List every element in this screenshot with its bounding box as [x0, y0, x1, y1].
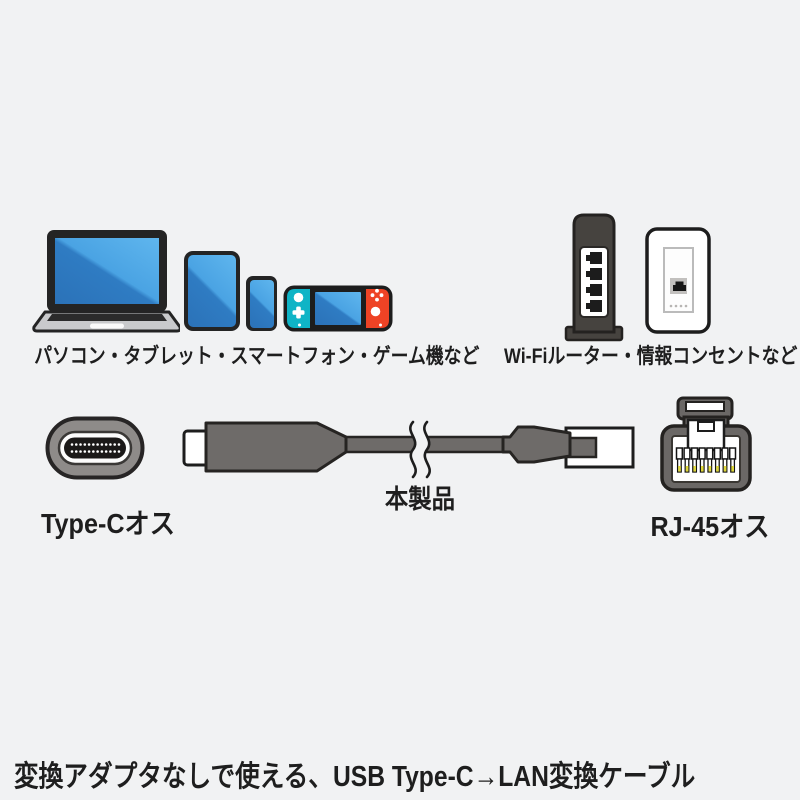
game-console-icon	[283, 285, 393, 332]
rj45-plug-boot	[501, 425, 572, 464]
laptop-icon	[32, 230, 180, 333]
tablet-screen	[188, 255, 236, 327]
tablet-icon	[184, 251, 240, 331]
usbc-plug-body	[204, 421, 348, 473]
rj45-label: RJ-45オス	[650, 511, 770, 542]
network-caption: Wi-Fiルーター・情報コンセントなど	[504, 345, 798, 368]
smartphone-icon	[246, 276, 277, 331]
headline: 変換アダプタなしで使える、USB Type-C→LAN変換ケーブル	[14, 761, 696, 793]
smartphone-screen	[249, 279, 274, 328]
cable-break-gap	[410, 422, 430, 477]
devices-caption: パソコン・タブレット・スマートフォン・ゲーム機など	[34, 345, 480, 368]
product-label: 本製品	[384, 484, 456, 514]
conversion-cable-icon	[182, 420, 635, 479]
usb-type-c-connector-icon	[45, 416, 145, 480]
lan-wall-outlet-icon	[645, 227, 711, 334]
type-c-label: Type-Cオス	[41, 508, 175, 539]
wifi-router-icon	[564, 213, 624, 342]
rj45-connector-icon	[660, 396, 752, 492]
